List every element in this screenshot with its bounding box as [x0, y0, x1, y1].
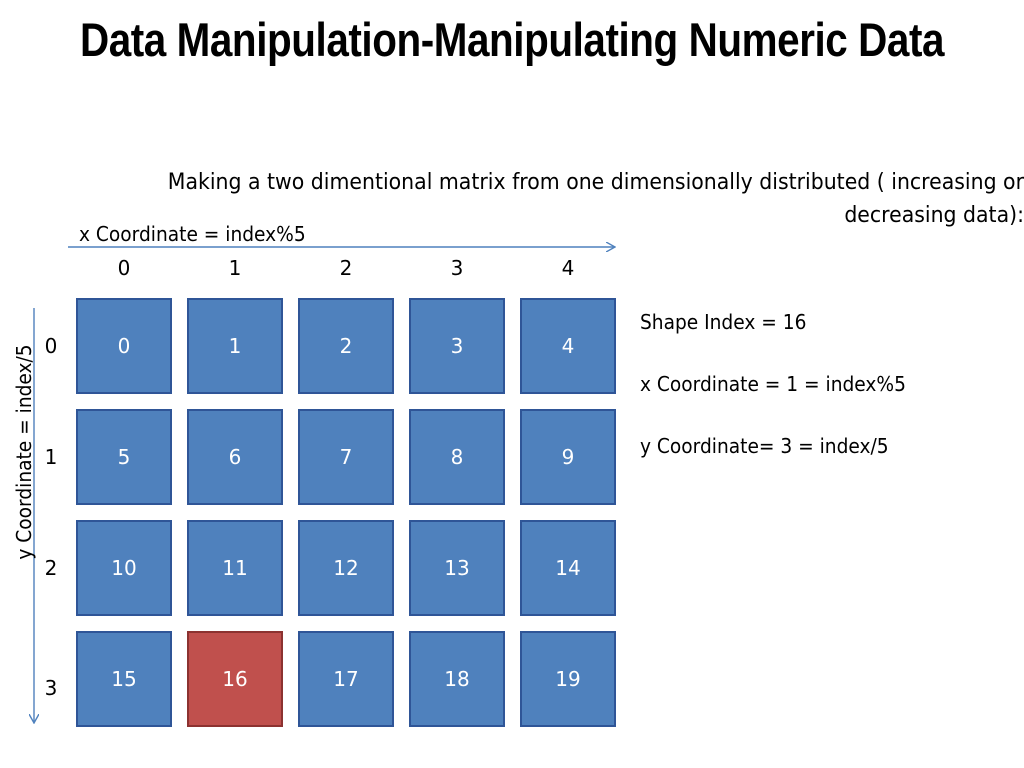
x-tick-3: 3: [450, 256, 464, 280]
matrix-cell: 6: [187, 409, 283, 505]
x-coordinate-text: x Coordinate = 1 = index%5: [640, 372, 906, 396]
matrix-cell: 15: [76, 631, 172, 727]
x-axis-label: x Coordinate = index%5: [79, 222, 306, 246]
subtitle-line-1: Making a two dimentional matrix from one…: [167, 170, 1024, 195]
y-tick-1: 1: [44, 445, 58, 469]
slide-subtitle: Making a two dimentional matrix from one…: [120, 166, 1024, 232]
matrix-cell: 3: [409, 298, 505, 394]
matrix-cell: 2: [298, 298, 394, 394]
shape-index-text: Shape Index = 16: [640, 310, 807, 334]
matrix-cell: 19: [520, 631, 616, 727]
matrix-cell: 10: [76, 520, 172, 616]
matrix-cell: 14: [520, 520, 616, 616]
y-tick-2: 2: [44, 556, 58, 580]
y-axis-label: y Coordinate = index/5: [12, 344, 36, 560]
matrix-cell: 1: [187, 298, 283, 394]
x-tick-4: 4: [561, 256, 575, 280]
y-tick-3: 3: [44, 676, 58, 700]
slide-title: Data Manipulation-Manipulating Numeric D…: [79, 13, 945, 66]
matrix-cell: 18: [409, 631, 505, 727]
matrix-cell: 12: [298, 520, 394, 616]
subtitle-line-2: decreasing data):: [844, 203, 1024, 228]
matrix-cell: 17: [298, 631, 394, 727]
matrix-cell: 7: [298, 409, 394, 505]
matrix-cell: 5: [76, 409, 172, 505]
x-tick-0: 0: [117, 256, 131, 280]
y-coordinate-text: y Coordinate= 3 = index/5: [640, 434, 889, 458]
matrix-cell-highlighted: 16: [187, 631, 283, 727]
info-panel: Shape Index = 16 x Coordinate = 1 = inde…: [640, 307, 906, 493]
matrix-cell: 11: [187, 520, 283, 616]
x-tick-2: 2: [339, 256, 353, 280]
matrix-cell: 0: [76, 298, 172, 394]
matrix-cell: 9: [520, 409, 616, 505]
x-tick-1: 1: [228, 256, 242, 280]
y-tick-0: 0: [44, 334, 58, 358]
matrix-cell: 4: [520, 298, 616, 394]
matrix-cell: 8: [409, 409, 505, 505]
matrix-cell: 13: [409, 520, 505, 616]
